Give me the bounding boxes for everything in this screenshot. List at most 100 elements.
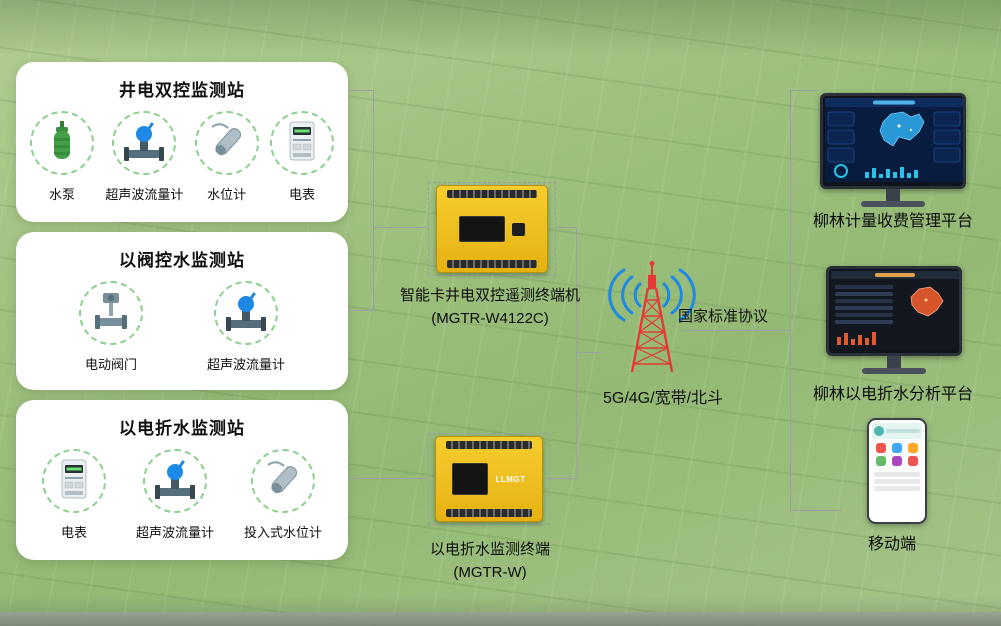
connector-line bbox=[348, 478, 428, 479]
device-label: 投入式水位计 bbox=[243, 525, 322, 540]
device-electric-valve: 电动阀门 bbox=[78, 281, 143, 373]
monitor-stand-base bbox=[861, 201, 925, 207]
device-label: 电表 bbox=[60, 525, 87, 540]
connector-line bbox=[790, 90, 818, 91]
monitor-billing-platform bbox=[820, 93, 966, 207]
phone-header-line bbox=[886, 429, 920, 433]
device-ultrasonic-flowmeter: 超声波流量计 bbox=[105, 111, 183, 203]
terminal-caption: 智能卡井电双控遥测终端机 (MGTR-W4122C) bbox=[370, 284, 610, 330]
station-title: 井电双控监测站 bbox=[119, 81, 245, 100]
terminal-brand-text: LLMGT bbox=[495, 474, 526, 484]
terminal-name: 智能卡井电双控遥测终端机 bbox=[399, 287, 580, 304]
terminal-model: (MGTR-W4122C) bbox=[431, 310, 549, 327]
terminal-face bbox=[437, 198, 547, 260]
device-label: 超声波流量计 bbox=[135, 525, 214, 540]
device-circle bbox=[194, 111, 259, 175]
platform-label-billing: 柳林计量收费管理平台 bbox=[812, 213, 973, 230]
station-title: 以电折水监测站 bbox=[119, 419, 245, 438]
monitoring-terminal-device: LLMGT bbox=[435, 436, 543, 522]
platform-label-mobile: 移动端 bbox=[867, 536, 916, 553]
connector-line bbox=[348, 90, 374, 91]
monitor-screen bbox=[826, 266, 962, 356]
terminal-caption: 以电折水监测终端 (MGTR-W) bbox=[380, 538, 600, 584]
device-row: 电表 超声波流量计 bbox=[16, 449, 348, 555]
connector-line bbox=[348, 310, 374, 311]
connector-line bbox=[373, 90, 374, 311]
dashboard-analysis bbox=[831, 271, 959, 349]
connector-line bbox=[548, 478, 577, 479]
terminal-name: 以电折水监测终端 bbox=[429, 541, 550, 558]
phone-header bbox=[872, 423, 922, 439]
monitor-screen bbox=[820, 93, 966, 189]
terminal-connector-strip bbox=[446, 441, 532, 449]
terminal-face: LLMGT bbox=[436, 449, 542, 509]
ultrasonic-flowmeter-icon bbox=[122, 119, 166, 168]
electric-meter-icon bbox=[282, 119, 322, 168]
electric-meter-icon bbox=[54, 457, 94, 506]
channels-label: 5G/4G/宽带/北斗 bbox=[602, 390, 724, 407]
ultrasonic-flowmeter-icon bbox=[153, 457, 197, 506]
wifi-waves-right bbox=[662, 268, 696, 322]
station-card-electric-to-water: 以电折水监测站 电 bbox=[16, 400, 348, 560]
protocol-label: 国家标准协议 bbox=[678, 308, 769, 325]
device-label: 水位计 bbox=[207, 187, 247, 202]
monitor-stand-neck bbox=[887, 356, 901, 368]
water-level-gauge-icon bbox=[205, 119, 249, 168]
monitor-analysis-platform bbox=[826, 266, 962, 374]
app-icon bbox=[875, 456, 886, 466]
wifi-waves-left bbox=[608, 268, 642, 322]
terminal-screen bbox=[459, 216, 505, 242]
platform-label-analysis: 柳林以电折水分析平台 bbox=[812, 386, 973, 403]
connector-line bbox=[373, 227, 428, 228]
terminal-box-mgtr-w4122c bbox=[428, 182, 556, 276]
avatar bbox=[874, 426, 884, 436]
station-card-valve-control: 以阀控水监测站 电动阀门 bbox=[16, 232, 348, 390]
terminal-connector-strip bbox=[447, 260, 537, 268]
device-label: 超声波流量计 bbox=[206, 357, 285, 372]
mobile-phone bbox=[867, 418, 927, 524]
terminal-box-mgtr-w: LLMGT bbox=[428, 433, 550, 525]
device-label: 电动阀门 bbox=[84, 357, 137, 372]
electric-valve-icon bbox=[89, 289, 133, 338]
device-circle bbox=[30, 111, 94, 175]
communication-tower bbox=[596, 260, 708, 383]
tower-structure bbox=[630, 261, 674, 373]
connector-line bbox=[576, 227, 577, 479]
connector-line bbox=[554, 227, 577, 228]
terminal-model: (MGTR-W) bbox=[453, 564, 527, 581]
terminal-connector-strip bbox=[446, 509, 532, 517]
ultrasonic-flowmeter-icon bbox=[224, 289, 268, 338]
device-water-level-gauge: 水位计 bbox=[194, 111, 259, 203]
device-submersible-level-gauge: 投入式水位计 bbox=[244, 449, 322, 541]
device-electric-meter: 电表 bbox=[270, 111, 334, 203]
device-ultrasonic-flowmeter: 超声波流量计 bbox=[207, 281, 285, 373]
device-circle bbox=[270, 111, 334, 175]
device-circle bbox=[42, 449, 106, 513]
connector-line bbox=[790, 510, 842, 511]
station-title: 以阀控水监测站 bbox=[119, 251, 245, 270]
device-row: 水泵 超声波流量计 bbox=[16, 111, 348, 217]
connector-line bbox=[577, 352, 602, 353]
device-circle bbox=[250, 449, 315, 513]
device-label: 水泵 bbox=[48, 187, 75, 202]
phone-list-row bbox=[874, 486, 920, 491]
device-circle bbox=[213, 281, 278, 345]
device-circle bbox=[112, 111, 177, 175]
device-electric-meter: 电表 bbox=[42, 449, 106, 541]
device-water-pump: 水泵 bbox=[30, 111, 94, 203]
app-icon bbox=[891, 443, 902, 453]
app-icon bbox=[891, 456, 902, 466]
connector-line bbox=[682, 330, 790, 331]
terminal-port bbox=[512, 222, 525, 236]
phone-app-grid bbox=[872, 439, 922, 470]
phone-list-row bbox=[874, 472, 920, 477]
background-road bbox=[0, 612, 1001, 626]
device-label: 超声波流量计 bbox=[105, 187, 184, 202]
device-ultrasonic-flowmeter: 超声波流量计 bbox=[136, 449, 214, 541]
device-label: 电表 bbox=[288, 187, 315, 202]
dashboard-billing bbox=[825, 98, 963, 182]
terminal-screen bbox=[452, 463, 489, 495]
phone-list-row bbox=[874, 479, 920, 484]
app-icon bbox=[908, 443, 919, 453]
terminal-connector-strip bbox=[447, 190, 537, 198]
